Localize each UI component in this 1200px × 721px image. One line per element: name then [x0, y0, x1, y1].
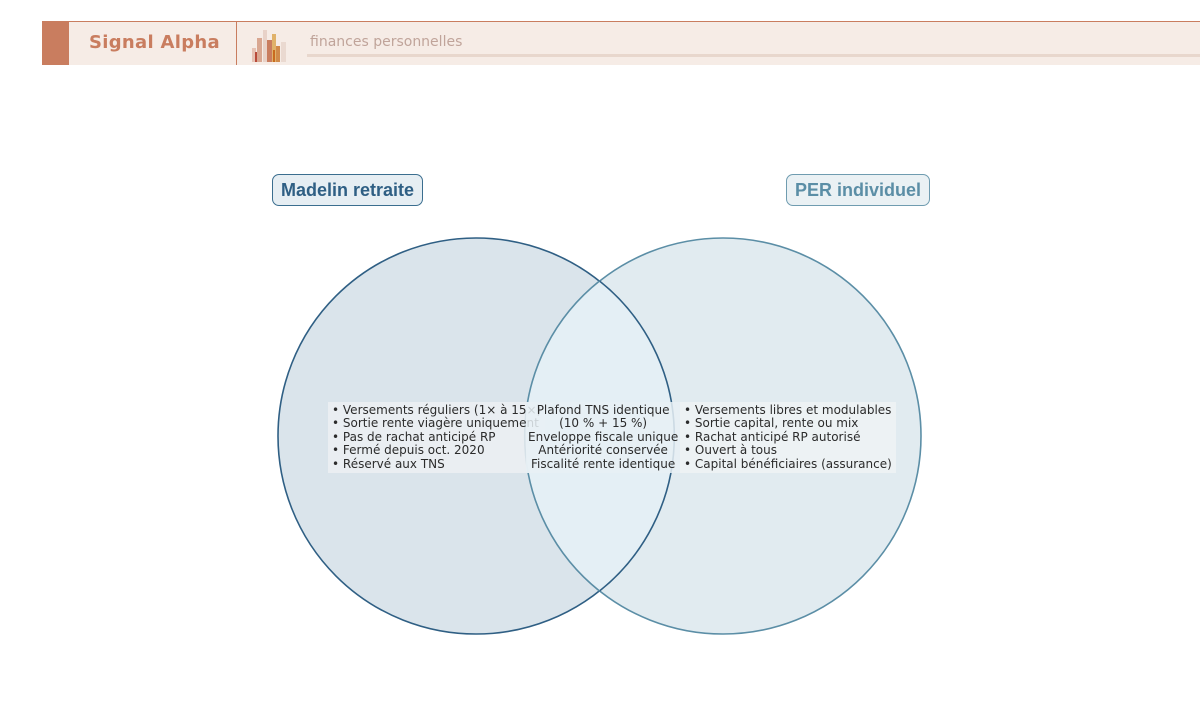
header-divider: [236, 22, 237, 65]
list-item: Plafond TNS identique: [536, 403, 670, 417]
per-only-list: Versements libres et modulables Sortie c…: [680, 402, 896, 474]
list-item: Ouvert à tous: [684, 443, 892, 457]
bar-chart-icon: [252, 30, 286, 62]
list-item: Réservé aux TNS: [332, 457, 541, 471]
header-accent-block: [42, 21, 69, 65]
header-bar: Signal Alpha finances personnelles: [42, 21, 1200, 65]
list-item: Versements réguliers (1× à 15×): [332, 403, 541, 417]
list-item: Fermé depuis oct. 2020: [332, 443, 541, 457]
list-item: Fiscalité rente identique: [530, 456, 676, 471]
list-item: Sortie rente viagère uniquement: [332, 416, 541, 430]
list-item: Rachat anticipé RP autorisé: [684, 430, 892, 444]
madelin-only-list: Versements réguliers (1× à 15×) Sortie r…: [328, 402, 546, 474]
tagline-rule: [307, 54, 1200, 57]
tagline: finances personnelles: [310, 34, 463, 50]
list-item: Pas de rachat anticipé RP: [332, 430, 541, 444]
list-item: Sortie capital, rente ou mix: [684, 416, 892, 430]
brand-name[interactable]: Signal Alpha: [89, 32, 220, 53]
list-item: Versements libres et modulables: [684, 403, 892, 417]
list-item: Enveloppe fiscale unique: [528, 429, 679, 444]
set-title-madelin: Madelin retraite: [272, 174, 424, 206]
list-item: (10 % + 15 %): [559, 416, 648, 431]
list-item: Antériorité conservée: [538, 443, 668, 458]
set-title-per: PER individuel: [786, 174, 931, 206]
list-item: Capital bénéficiaires (assurance): [684, 457, 892, 471]
shared-features-list: Plafond TNS identique (10 % + 15 %) Enve…: [526, 402, 681, 474]
